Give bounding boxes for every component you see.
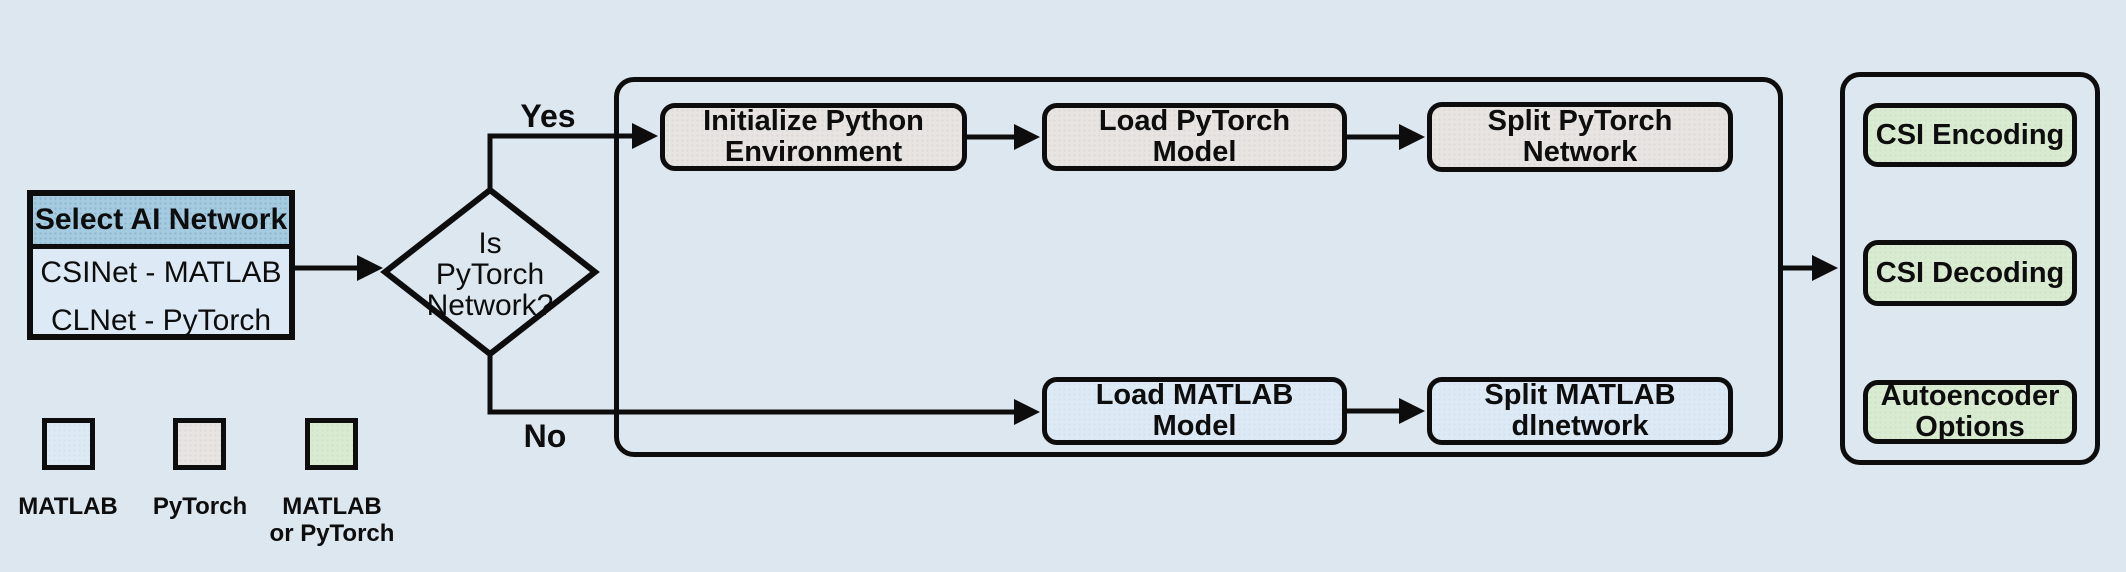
arrow-yes-branch (487, 123, 658, 192)
step-load-matlab-model: Load MATLAB Model (1042, 377, 1347, 445)
legend-swatch-matlab (42, 418, 95, 470)
network-option-clnet: CLNet - PyTorch (50, 304, 272, 337)
arrow-load-to-split-matlab (1347, 398, 1425, 424)
legend-swatch-pytorch (173, 418, 226, 470)
step-load-pytorch-model: Load PyTorch Model (1042, 103, 1347, 171)
arrow-select-to-decision (295, 255, 383, 281)
arrow-init-to-load-pytorch (967, 124, 1040, 150)
no-branch-label: No (523, 418, 567, 454)
decision-is-pytorch-label: Is PyTorch Network? (426, 226, 554, 322)
output-csi-decoding: CSI Decoding (1863, 240, 2077, 306)
arrow-pipeline-to-outputs (1783, 255, 1838, 281)
step-split-matlab-dlnetwork: Split MATLAB dlnetwork (1427, 377, 1733, 445)
legend-label-matlab: MATLAB (18, 493, 118, 520)
select-ai-network-header: Select AI Network (33, 196, 289, 249)
arrow-load-to-split-pytorch (1347, 124, 1425, 150)
network-option-csinet: CSINet - MATLAB (40, 256, 282, 289)
pipeline-group-frame (614, 77, 1783, 457)
legend-label-pytorch: PyTorch (152, 493, 248, 520)
select-ai-network-box: Select AI Network CSINet - MATLAB CLNet … (27, 190, 295, 340)
arrow-no-branch (487, 352, 1040, 425)
yes-branch-label: Yes (520, 98, 576, 134)
step-split-pytorch-network: Split PyTorch Network (1427, 102, 1733, 172)
step-initialize-python-environment: Initialize Python Environment (660, 103, 967, 171)
legend-label-matlab-or-pytorch: MATLAB or PyTorch (269, 493, 395, 547)
outputs-group-frame (1840, 72, 2100, 465)
output-csi-encoding: CSI Encoding (1863, 103, 2077, 167)
output-autoencoder-options: Autoencoder Options (1863, 380, 2077, 444)
legend-swatch-matlab-or-pytorch (305, 418, 358, 470)
